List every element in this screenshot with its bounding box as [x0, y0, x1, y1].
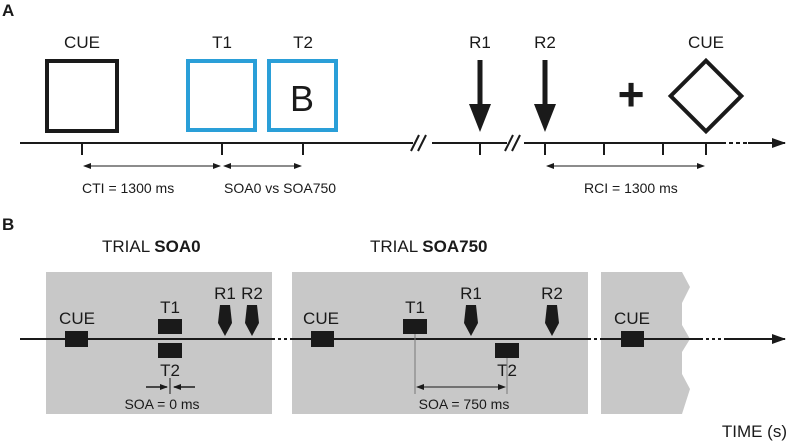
trial1-r2-marker-icon [245, 305, 259, 336]
cue-end-label: CUE [688, 33, 724, 52]
trial1-t2-block [158, 343, 182, 358]
r2-label: R2 [534, 33, 556, 52]
trial2-cue-block [311, 331, 334, 347]
trial1-t1-label: T1 [160, 298, 180, 317]
panel-b: B TRIAL SOA0 TRIAL SOA750 CUE T1 T2 R1 [2, 215, 787, 441]
break-mark [410, 134, 420, 152]
trial-soa750: CUE T1 T2 R1 R2 SOA = 750 ms [303, 284, 563, 412]
trial1-cue-block [65, 331, 88, 347]
trial-next: CUE [614, 309, 650, 347]
trial-next-panel [601, 272, 690, 414]
cue-square [45, 59, 119, 133]
trial1-r1-marker-icon [218, 305, 232, 336]
panel-a: A CUE T1 T2 R1 R2 CUE B + [2, 1, 786, 196]
cue-diamond [667, 57, 745, 135]
timeline-a [20, 134, 786, 155]
t2-target-letter: B [290, 78, 314, 119]
trial3-cue-block [621, 331, 644, 347]
trial2-t2-block [495, 343, 519, 358]
trial2-cue-label: CUE [303, 309, 339, 328]
trial2-r2-marker-icon [545, 305, 559, 336]
trial-soa750-panel [292, 272, 588, 414]
rci-label: RCI = 1300 ms [584, 180, 678, 196]
r1-arrow-icon [469, 60, 491, 132]
trial1-t1-block [158, 319, 182, 334]
trial2-r1-label: R1 [460, 284, 482, 303]
trial2-r1-marker-icon [464, 305, 478, 336]
t2-target-square [267, 59, 338, 132]
soa-label: SOA0 vs SOA750 [224, 180, 336, 196]
trial-soa0-title: TRIAL SOA0 [102, 237, 201, 256]
trial2-soa-label: SOA = 750 ms [419, 396, 510, 412]
trial-soa0: CUE T1 T2 R1 R2 SOA = 0 ms [59, 284, 263, 412]
time-axis-label: TIME (s) [722, 422, 787, 441]
trial1-t2-label: T2 [160, 361, 180, 380]
panel-b-letter: B [2, 215, 14, 234]
trial-soa750-title: TRIAL SOA750 [370, 237, 487, 256]
cue-start-label: CUE [64, 33, 100, 52]
r2-arrow-icon [534, 60, 556, 132]
r1-label: R1 [469, 33, 491, 52]
trial2-r2-label: R2 [541, 284, 563, 303]
t1-label: T1 [212, 33, 232, 52]
trial1-r2-label: R2 [241, 284, 263, 303]
panel-a-letter: A [2, 1, 14, 20]
trial3-cue-label: CUE [614, 309, 650, 328]
t2-label: T2 [293, 33, 313, 52]
break-mark [417, 134, 427, 152]
break-mark [504, 134, 514, 152]
trial1-r1-label: R1 [214, 284, 236, 303]
trial1-soa-label: SOA = 0 ms [124, 396, 199, 412]
t1-target-square [186, 59, 257, 132]
trial2-t1-block [403, 319, 427, 334]
break-mark [511, 134, 521, 152]
fixation-cross: + [618, 68, 645, 120]
cti-label: CTI = 1300 ms [82, 180, 174, 196]
trial2-t1-label: T1 [405, 298, 425, 317]
trial1-cue-label: CUE [59, 309, 95, 328]
